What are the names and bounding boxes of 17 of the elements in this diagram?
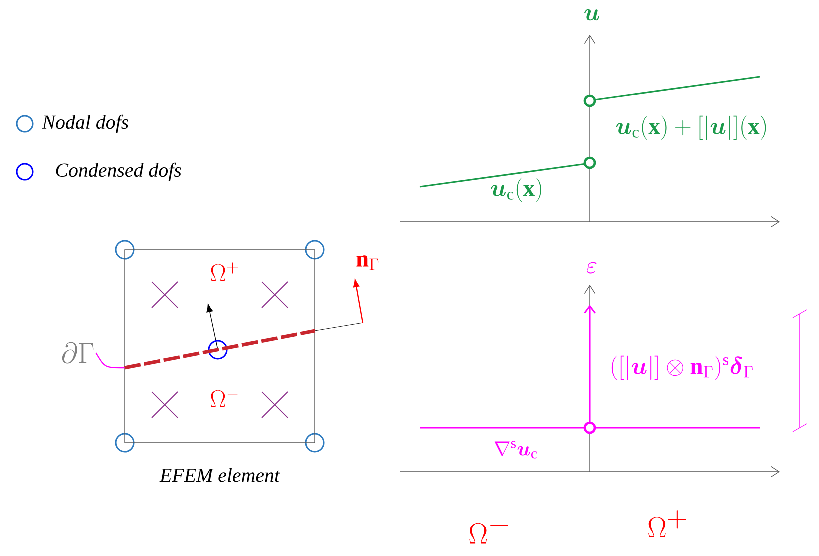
legend-text: Condensed dofs bbox=[56, 162, 182, 182]
function-label: $\boldsymbol{u}_{\mathrm{c}}(\mathbf{x})$ bbox=[491, 178, 542, 202]
legend-text: Nodal dofs bbox=[42, 114, 129, 134]
function-label: $([|\boldsymbol{u}|]\otimes\mathbf{n}_{\Gamma})^{\mathrm{s}}\boldsymbol{\delta}_{\Gamma}$ bbox=[612, 356, 753, 380]
normal-label: $\mathbf{n}_{\Gamma}$ bbox=[356, 256, 379, 270]
omega-plus-label: $\Omega^{+}$ bbox=[211, 262, 238, 282]
discontinuity-line bbox=[124, 329, 316, 370]
domain-label: $\Omega^{+}$ bbox=[648, 510, 687, 538]
function-label: $\nabla^{\mathrm{s}}\boldsymbol{u}_{\mathrm{c}}$ bbox=[494, 441, 538, 459]
leader-line bbox=[96, 352, 125, 369]
function-label: $\boldsymbol{u}_{\mathrm{c}}(\mathbf{x})+[|\boldsymbol{u}|](\mathbf{x})$ bbox=[616, 116, 766, 140]
node-label: EFEM element bbox=[160, 468, 280, 482]
boundary-label: $\partial\Gamma$ bbox=[62, 342, 94, 364]
axis-label: $\boldsymbol{u}$ bbox=[584, 9, 600, 21]
axis-label: $\varepsilon$ bbox=[587, 262, 597, 274]
omega-minus-label: $\Omega^{-}$ bbox=[210, 390, 238, 408]
domain-label: $\Omega^{-}$ bbox=[470, 523, 508, 544]
